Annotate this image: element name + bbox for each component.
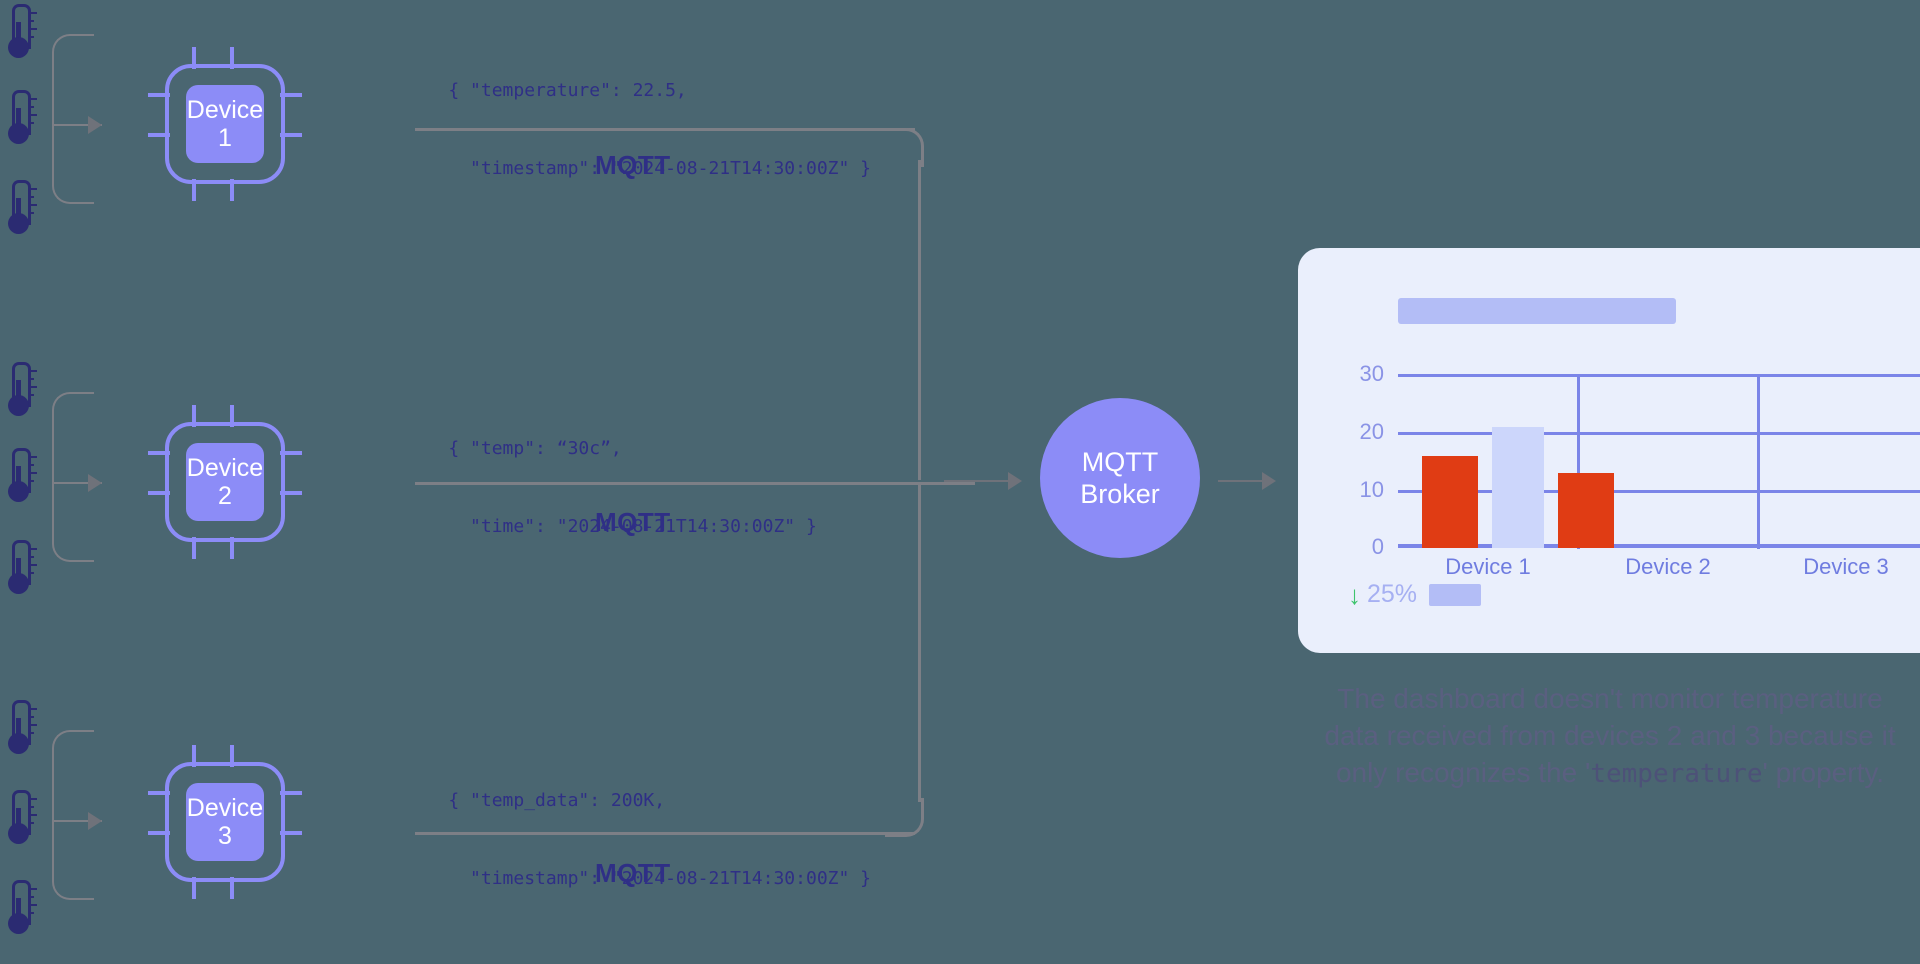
arrow-down-icon: ↓ [1348, 579, 1361, 610]
caption-line-3-prefix: only recognizes the ' [1335, 757, 1591, 789]
mqtt-broker-node[interactable]: MQTT Broker [1040, 398, 1200, 558]
bar-chart[interactable]: 30 20 10 0 Device 1 Device 2 Device 3 [1360, 358, 1920, 579]
broker-input-line [944, 480, 1016, 482]
thermometer-icon [6, 790, 40, 852]
sensor-bracket [52, 392, 94, 562]
thermometer-icon [6, 880, 40, 942]
caption-code-property: temperature [1590, 759, 1763, 790]
thermometer-icon [6, 4, 40, 66]
ytick-0: 0 [1371, 534, 1384, 559]
mqtt-pipe-down-1 [918, 160, 921, 480]
gridline-10 [1398, 490, 1920, 493]
mqtt-pipe-corner-3 [885, 798, 924, 837]
mqtt-pipe-1 [415, 128, 915, 131]
sensor-feed-line [52, 124, 102, 126]
broker-label-line2: Broker [1080, 479, 1160, 509]
xlabel-device-1: Device 1 [1445, 554, 1531, 579]
thermometer-icon [6, 448, 40, 510]
delta-indicator: ↓ 25% [1348, 579, 1482, 610]
mqtt-protocol-label-1: MQTT [595, 150, 671, 180]
device-payload-2: { "temp": “30c”, "time": "2024-08-21T14:… [448, 438, 817, 538]
device-payload-1: { "temperature": 22.5, "timestamp": "202… [448, 80, 871, 180]
broker-label-line1: MQTT [1081, 446, 1159, 477]
dashboard-title-placeholder [1398, 298, 1676, 324]
thermometer-icon [6, 362, 40, 424]
caption-line-1: The dashboard doesn't monitor temperatur… [1337, 683, 1883, 714]
sensor-feed-arrow [88, 812, 102, 830]
thermometer-icon [6, 180, 40, 242]
xlabel-device-2: Device 2 [1625, 554, 1711, 579]
mqtt-pipe-corner-1 [885, 128, 924, 167]
sensor-feed-line [52, 482, 102, 484]
caption-line-3-suffix: ' property. [1762, 757, 1885, 789]
sensor-bracket [52, 34, 94, 204]
sensor-bracket [52, 730, 94, 900]
bar-device-1-ignored[interactable] [1492, 427, 1544, 548]
gridline-30 [1398, 374, 1920, 377]
mqtt-pipe-up-3 [918, 484, 921, 802]
device-payload-3: { "temp_data": 200K, "timestamp": "2024-… [448, 790, 871, 890]
sensor-feed-arrow [88, 116, 102, 134]
broker-output-line [1218, 480, 1274, 482]
thermometer-icon [6, 700, 40, 762]
sensor-feed-line [52, 820, 102, 822]
ytick-30: 30 [1359, 361, 1384, 386]
broker-input-arrow [1008, 472, 1022, 490]
mqtt-protocol-label-3: MQTT [595, 858, 671, 888]
ytick-10: 10 [1359, 477, 1384, 502]
sensor-feed-arrow [88, 474, 102, 492]
axis-baseline [1398, 544, 1920, 548]
broker-output-arrow [1262, 472, 1276, 490]
ytick-20: 20 [1359, 419, 1384, 444]
thermometer-icon [6, 540, 40, 602]
category-divider-1 [1577, 374, 1580, 549]
bar-device-2-temperature[interactable] [1558, 473, 1614, 548]
gridline-20 [1398, 432, 1920, 435]
delta-value: 25% [1367, 580, 1418, 608]
legend-swatch [1429, 583, 1482, 606]
bar-device-1-temperature[interactable] [1422, 456, 1478, 548]
dashboard-caption: The dashboard doesn't monitor temperatur… [1290, 680, 1920, 792]
mqtt-protocol-label-2: MQTT [595, 507, 671, 537]
dashboard-card[interactable]: 30 20 10 0 Device 1 Device 2 Device 3 [1298, 248, 1920, 653]
xlabel-device-3: Device 3 [1803, 554, 1889, 579]
category-divider-2 [1757, 374, 1760, 549]
caption-line-2: data received from devices 2 and 3 becau… [1324, 720, 1896, 752]
mqtt-pipe-3 [415, 832, 915, 835]
mqtt-pipe-2 [415, 482, 975, 485]
thermometer-icon [6, 90, 40, 152]
